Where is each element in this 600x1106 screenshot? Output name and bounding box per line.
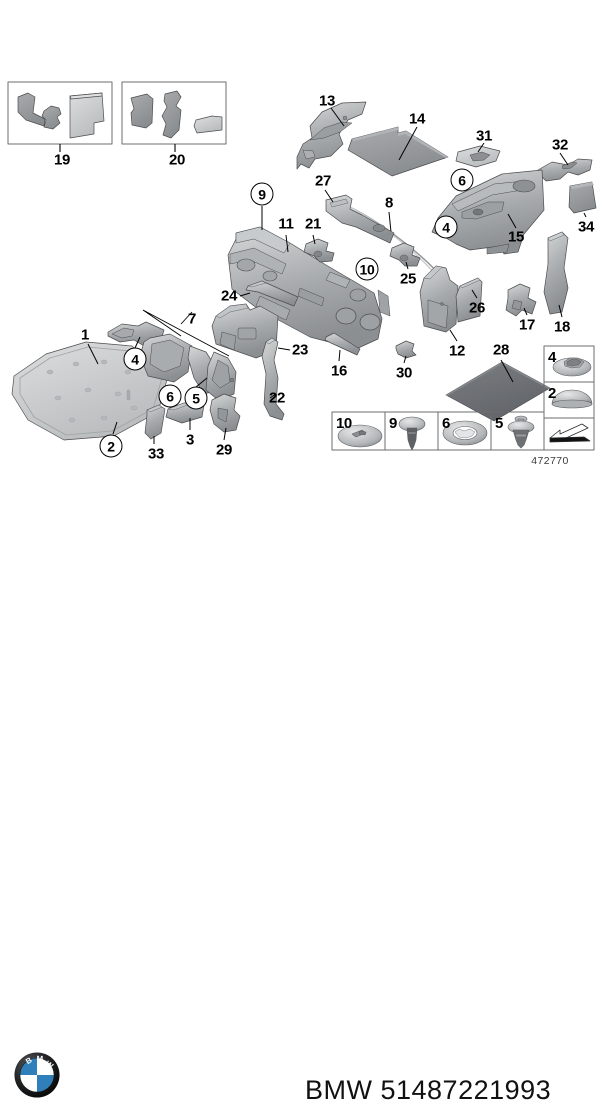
callout-17: 17 [518, 316, 536, 334]
group-box-19 [7, 81, 113, 145]
callout-21: 21 [304, 215, 322, 233]
callout-27: 27 [314, 172, 332, 190]
callout-7: 7 [187, 310, 197, 328]
callout-circle-4-lower: 4 [123, 347, 147, 371]
drawing-number: 472770 [531, 455, 569, 467]
callout-30: 30 [395, 364, 413, 382]
callout-33: 33 [147, 445, 165, 463]
legend-icon-2 [551, 389, 593, 409]
callout-16: 16 [330, 362, 348, 380]
part-13 [296, 101, 367, 170]
callout-19: 19 [53, 151, 71, 169]
callout-8: 8 [384, 194, 394, 212]
part-shapes [7, 81, 597, 451]
legend-number-9: 9 [389, 415, 397, 432]
callout-circle-6-lower: 6 [158, 384, 182, 408]
callout-3: 3 [185, 431, 195, 449]
callout-23: 23 [291, 341, 309, 359]
legend-number-5: 5 [495, 415, 503, 432]
bmw-roundel-logo: B M W [14, 1052, 60, 1098]
part-21 [303, 238, 335, 263]
callout-13: 13 [318, 92, 336, 110]
part-14 [347, 126, 449, 177]
part-25 [389, 242, 421, 267]
part-7-group [107, 321, 237, 401]
legend-icon-arrow [549, 423, 591, 443]
footer-bar: B M W BMW 51487221993 [0, 520, 600, 1105]
callout-11: 11 [278, 215, 294, 233]
legend-icon-6 [442, 420, 488, 446]
legend-number-4: 4 [548, 349, 556, 366]
part-number-text: BMW 51487221993 [305, 1075, 552, 1105]
part-26 [455, 277, 483, 323]
callout-circle-9: 9 [250, 182, 274, 206]
callout-26: 26 [468, 299, 486, 317]
diagram-svg [7, 81, 597, 451]
part-24 [245, 280, 299, 307]
legend-number-6: 6 [442, 415, 450, 432]
callout-circle-2: 2 [99, 434, 123, 458]
callout-22: 22 [268, 389, 286, 407]
part-17 [505, 283, 537, 317]
legend-icon-10 [337, 424, 383, 448]
callout-20: 20 [168, 151, 186, 169]
callout-25: 25 [399, 270, 417, 288]
callout-15: 15 [507, 228, 525, 246]
callout-34: 34 [577, 218, 595, 236]
callout-circle-5: 5 [184, 386, 208, 410]
part-29 [209, 393, 241, 433]
callout-29: 29 [215, 441, 233, 459]
part-33 [144, 404, 166, 440]
callout-1: 1 [80, 326, 90, 344]
part-27 [325, 194, 395, 244]
callout-circle-4-upper: 4 [434, 215, 458, 239]
callout-18: 18 [553, 318, 571, 336]
callout-31: 31 [475, 127, 493, 145]
callout-14: 14 [408, 110, 426, 128]
legend-number-2: 2 [548, 385, 556, 402]
callout-24: 24 [220, 287, 238, 305]
legend-icon-4 [552, 357, 592, 377]
part-15 [431, 169, 545, 255]
part-23 [211, 303, 279, 359]
callout-12: 12 [448, 342, 466, 360]
svg-text:M: M [36, 1054, 43, 1063]
callout-28: 28 [492, 341, 510, 359]
part-12 [419, 265, 459, 333]
part-18 [543, 231, 569, 315]
callout-32: 32 [551, 136, 569, 154]
part-22 [261, 337, 285, 421]
callout-circle-6-upper: 6 [450, 168, 474, 192]
group-box-20 [121, 81, 227, 145]
legend-icon-9 [398, 416, 426, 451]
legend-icon-5 [507, 415, 535, 449]
legend-number-10: 10 [336, 415, 352, 432]
exploded-parts-illustration: 19 20 13 14 31 32 6 9 27 8 4 15 34 11 21… [0, 0, 600, 520]
part-32 [537, 158, 593, 182]
part-11-bulkhead [227, 226, 391, 350]
part-31 [455, 145, 501, 168]
part-16 [324, 332, 361, 356]
part-34 [568, 181, 597, 214]
legend-frames [331, 345, 595, 451]
part-30 [395, 340, 417, 359]
callout-circle-10: 10 [355, 257, 379, 281]
